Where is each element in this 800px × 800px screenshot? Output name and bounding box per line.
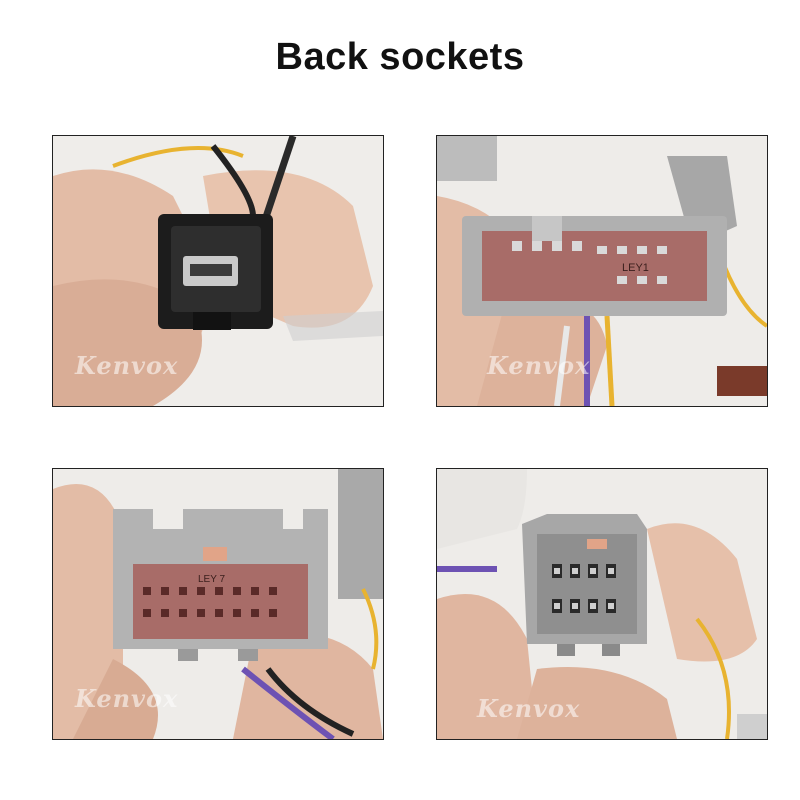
photo-8pin-socket: Kenvox: [436, 468, 768, 740]
socket-marking-ley7: LEY 7: [198, 574, 225, 585]
photo-mini-usb-socket: Kenvox: [52, 135, 384, 407]
photo-large-pin-socket: LEY1 Kenvox: [436, 135, 768, 407]
watermark-text: Kenvox: [75, 684, 179, 713]
watermark-text: Kenvox: [487, 351, 591, 380]
watermark-text: Kenvox: [477, 694, 581, 723]
page-title: Back sockets: [275, 36, 525, 78]
mini-usb-socket-image: [53, 136, 383, 406]
large-pin-socket-image: LEY1: [437, 136, 767, 406]
photo-16pin-socket: LEY 7 Kenvox: [52, 468, 384, 740]
watermark-text: Kenvox: [75, 351, 179, 380]
socket-marking-ley1: LEY1: [622, 262, 649, 274]
16pin-socket-image: LEY 7: [53, 469, 383, 739]
8pin-socket-image: [437, 469, 767, 739]
